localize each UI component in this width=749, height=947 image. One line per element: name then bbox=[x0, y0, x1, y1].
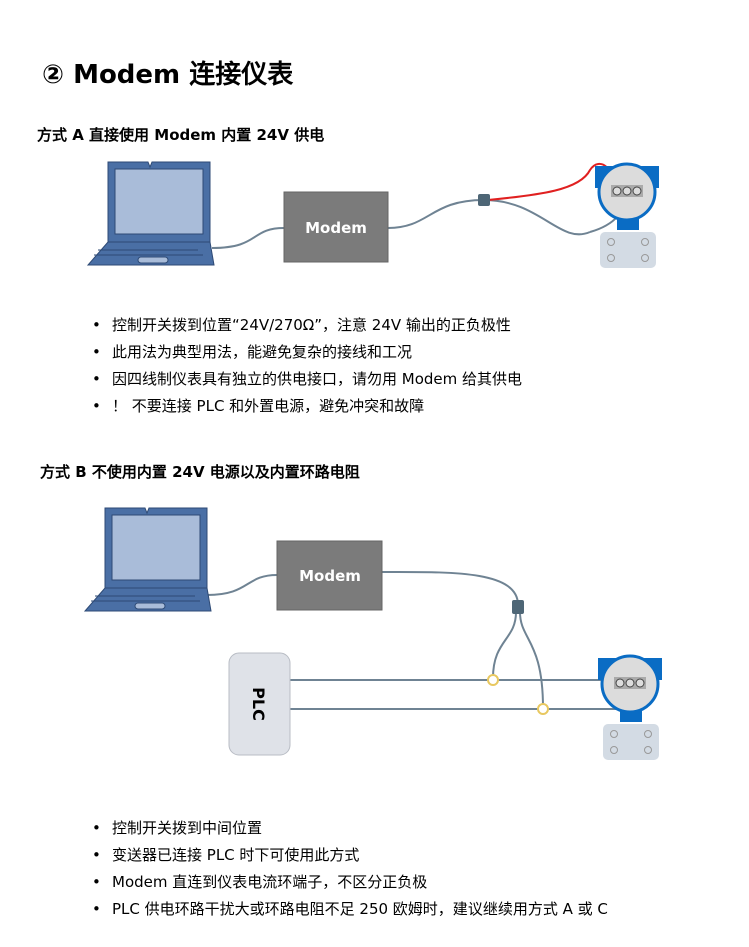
modem-label: Modem bbox=[299, 567, 361, 585]
section-a-heading: 方式 A 直接使用 Modem 内置 24V 供电 bbox=[37, 126, 325, 144]
list-item: ！ 不要连接 PLC 和外置电源，避免冲突和故障 bbox=[92, 393, 522, 420]
list-item: 因四线制仪表具有独立的供电接口，请勿用 Modem 给其供电 bbox=[92, 366, 522, 393]
cable-splitter bbox=[512, 600, 524, 614]
list-item: 控制开关拨到位置“24V/270Ω”，注意 24V 输出的正负极性 bbox=[92, 312, 522, 339]
list-item: 此用法为典型用法，能避免复杂的接线和工况 bbox=[92, 339, 522, 366]
plc-label: PLC bbox=[249, 687, 268, 721]
page-title: ② Modem 连接仪表 bbox=[42, 60, 294, 90]
diagram-a: Modem bbox=[87, 161, 661, 270]
modem-label: Modem bbox=[305, 219, 367, 237]
list-item: Modem 直连到仪表电流环端子，不区分正负极 bbox=[92, 869, 608, 896]
section-b-heading: 方式 B 不使用内置 24V 电源以及内置环路电阻 bbox=[40, 463, 360, 481]
cable-splitter bbox=[478, 194, 490, 206]
clip-icon bbox=[537, 703, 549, 715]
modem-box bbox=[276, 540, 383, 611]
list-item: PLC 供电环路干扰大或环路电阻不足 250 欧姆时，建议继续用方式 A 或 C bbox=[92, 896, 608, 923]
section-a-bullets: 控制开关拨到位置“24V/270Ω”，注意 24V 输出的正负极性 此用法为典型… bbox=[92, 312, 522, 420]
list-item: 变送器已连接 PLC 时下可使用此方式 bbox=[92, 842, 608, 869]
section-b-bullets: 控制开关拨到中间位置 变送器已连接 PLC 时下可使用此方式 Modem 直连到… bbox=[92, 815, 608, 923]
plc-box bbox=[228, 652, 291, 756]
cable bbox=[211, 227, 285, 249]
clip-icon bbox=[487, 674, 499, 686]
modem-box bbox=[283, 191, 389, 263]
laptop-icon bbox=[84, 507, 212, 612]
transmitter-icon bbox=[593, 162, 661, 270]
list-item: 控制开关拨到中间位置 bbox=[92, 815, 608, 842]
diagram-b: Modem PLC bbox=[84, 507, 664, 762]
laptop-icon bbox=[87, 161, 215, 266]
